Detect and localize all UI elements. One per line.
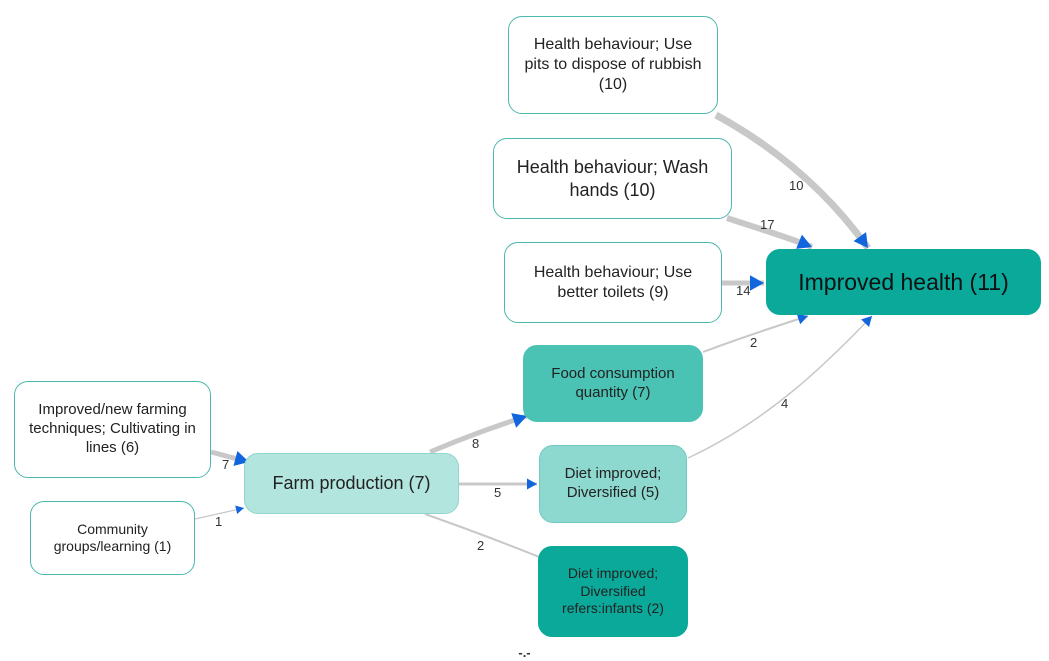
arrowhead-icon — [796, 313, 808, 325]
arrowhead-icon — [527, 478, 537, 490]
node-label: Food consumption quantity (7) — [551, 364, 675, 401]
arrowhead-icon — [750, 275, 764, 291]
node-label: Health behaviour; Wash hands (10) — [516, 157, 709, 200]
edge-food-health: 2 — [702, 313, 809, 353]
edge-label: 8 — [472, 436, 479, 451]
node-label: Diet improved; Diversified (5) — [564, 465, 662, 501]
edge-wash-health: 17 — [726, 215, 814, 250]
node-diet-infants[interactable]: Diet improved; Diversified refers:infant… — [538, 546, 688, 637]
node-food-consumption[interactable]: Food consumption quantity (7) — [523, 345, 703, 422]
edge-pits-health: 10 — [714, 111, 871, 251]
node-farm-production[interactable]: Farm production (7) — [244, 453, 459, 514]
node-health-behaviour-wash-hands[interactable]: Health behaviour; Wash hands (10) — [493, 138, 732, 219]
arrowhead-icon — [511, 413, 527, 428]
edge-label: 1 — [215, 514, 222, 529]
edge-label: 7 — [222, 457, 229, 472]
edge-line — [687, 315, 873, 459]
node-label: Improved health (11) — [798, 268, 1009, 295]
edge-diet-health: 4 — [687, 315, 873, 459]
arrowhead-icon — [235, 505, 244, 515]
edge-label: 2 — [750, 335, 757, 350]
node-improved-health[interactable]: Improved health (11) — [766, 249, 1041, 315]
footer-mark: -.- — [518, 645, 531, 660]
node-label: Farm production (7) — [272, 473, 431, 494]
edge-label: 4 — [781, 396, 788, 411]
edge-label: 2 — [477, 538, 484, 553]
node-community-groups[interactable]: Community groups/learning (1) — [30, 501, 195, 575]
edge-farm-infants: 2 — [424, 513, 550, 563]
arrowhead-icon — [796, 234, 812, 249]
edge-label: 5 — [494, 485, 501, 500]
node-label: Community groups/learning (1) — [53, 520, 172, 555]
edge-toilets-health: 14 — [722, 275, 764, 298]
edge-line — [714, 111, 871, 251]
edge-label: 14 — [736, 283, 750, 298]
node-health-behaviour-toilets[interactable]: Health behaviour; Use better toilets (9) — [504, 242, 722, 323]
edge-community-farm: 1 — [194, 505, 245, 529]
edge-farm-diet: 5 — [459, 478, 537, 500]
arrowhead-icon — [853, 232, 868, 248]
node-diet-diversified[interactable]: Diet improved; Diversified (5) — [539, 445, 687, 523]
node-farming-techniques[interactable]: Improved/new farming techniques; Cultiva… — [14, 381, 211, 478]
node-label: Health behaviour; Use better toilets (9) — [533, 263, 693, 301]
edge-label: 17 — [760, 217, 774, 232]
edge-line — [424, 513, 550, 562]
node-label: Improved/new farming techniques; Cultiva… — [29, 401, 196, 456]
edge-line — [194, 507, 245, 520]
node-label: Diet improved; Diversified refers:infant… — [562, 565, 664, 617]
edge-label: 10 — [789, 178, 803, 193]
node-label: Health behaviour; Use pits to dispose of… — [524, 36, 702, 93]
edge-farm-food: 8 — [429, 413, 528, 455]
node-health-behaviour-pits[interactable]: Health behaviour; Use pits to dispose of… — [508, 16, 718, 114]
arrowhead-icon — [861, 316, 872, 328]
